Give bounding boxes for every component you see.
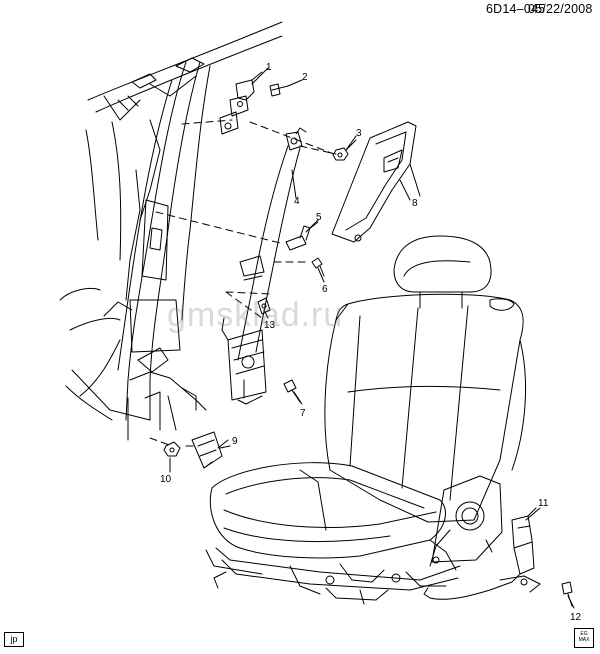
diagram-date: 05/22/2008: [528, 2, 593, 16]
bolt-part-6: [311, 257, 325, 277]
b-pillar-structure: [59, 21, 283, 441]
bolt-part-2: [269, 83, 289, 97]
nut-part-3: [332, 139, 357, 161]
pillar-trim-part-8: [331, 121, 421, 243]
callout-3: 3: [356, 128, 362, 139]
buckle-part-11: [423, 507, 541, 600]
callout-8: 8: [412, 198, 418, 209]
bracket-part-5: [285, 221, 319, 251]
callout-6: 6: [322, 284, 328, 295]
leader-lines: [169, 67, 575, 609]
diagram-code: 6D14–045: [486, 2, 546, 16]
seat-assembly: [205, 235, 526, 605]
callout-11: 11: [538, 498, 549, 509]
bolt-part-7: [283, 379, 301, 403]
callout-5: 5: [316, 212, 322, 223]
callout-12: 12: [570, 612, 582, 623]
callout-13: 13: [264, 320, 276, 331]
callout-1: 1: [266, 62, 272, 73]
callout-10: 10: [160, 474, 172, 485]
badge-line-1: EG: [580, 631, 588, 637]
height-adjuster-part-1: [219, 71, 263, 135]
buckle-part-9: [191, 431, 231, 469]
badge-line-2: MAX: [578, 637, 590, 643]
nut-part-10: [163, 441, 181, 471]
corner-badge: EG MAX: [574, 628, 594, 648]
alignment-lines: [149, 119, 337, 447]
callout-7: 7: [300, 408, 306, 419]
seat-belt-part-4: [221, 127, 307, 405]
locale-tag: jp: [4, 632, 24, 647]
bolt-part-12: [561, 581, 573, 607]
callout-9: 9: [232, 436, 238, 447]
callout-2: 2: [302, 72, 308, 83]
callout-4: 4: [294, 196, 300, 207]
callout-numbers: 1 2 3 4 5 6 7 8 9 10 11 12 13: [160, 62, 582, 623]
